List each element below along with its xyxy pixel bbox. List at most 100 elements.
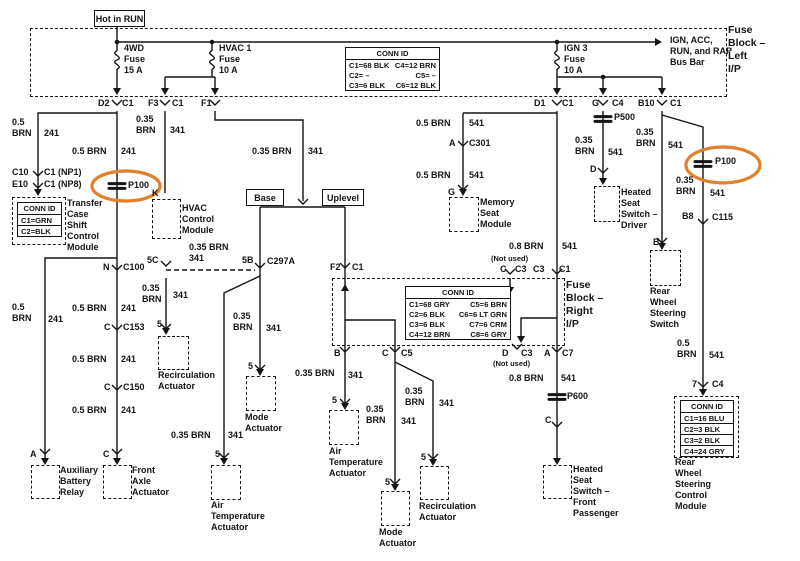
wire-341-recirc1-num: 341	[173, 290, 189, 300]
wire-341-mode2-num: 341	[401, 416, 417, 426]
wire-541-035c: 0.35 BRN	[676, 175, 696, 196]
pin-c-c5: C	[382, 348, 389, 358]
conn-id-cell: C7=6 CRM	[469, 319, 507, 329]
conn-id-cell: C2=6 BLK	[409, 309, 446, 319]
pin-a-c7: A	[544, 348, 551, 358]
pin-f2: F2	[330, 262, 341, 272]
wire-541-035a: 0.35 BRN	[575, 135, 595, 156]
conn-id-cell: C8=6 GRY	[470, 329, 507, 339]
rear-wheel-steering-control-module-box	[674, 396, 739, 458]
pin-d1: D1	[534, 98, 546, 108]
conn-c150: C150	[123, 382, 145, 392]
wire-241-main2: 0.5 BRN	[72, 303, 107, 313]
air-temperature-actuator-1-name: Air Temperature Actuator	[211, 500, 265, 532]
conn-id-cell: C6=6 LT GRN	[458, 309, 507, 319]
connector-chevron-icon	[551, 421, 563, 428]
conn-id-cell: C3=6 BLK	[409, 319, 446, 329]
wire-341-f1: 0.35 BRN	[252, 146, 292, 156]
conn-c4-rwscm: C4	[712, 379, 724, 389]
wire-241-main4: 0.5 BRN	[72, 405, 107, 415]
hot-in-run-tag: Hot in RUN	[94, 10, 145, 27]
connector-chevron-icon	[457, 184, 469, 191]
not-used-top: (Not used)	[491, 254, 529, 263]
heated-seat-switch-driver-name: Heated Seat Switch – Driver	[621, 187, 658, 230]
connector-chevron-icon	[254, 262, 266, 269]
recirculation-actuator-1-name: Recirculation Actuator	[158, 370, 216, 391]
wire-541-05a: 0.5 BRN	[416, 118, 451, 128]
air-temperature-actuator-1-box	[211, 465, 241, 500]
conn-id-header: CONN ID	[18, 203, 61, 215]
wire-341-recirc1: 0.35 BRN	[142, 283, 162, 304]
wire	[37, 112, 117, 192]
fuse-symbol	[554, 50, 560, 70]
conn-id-row: C3=2 BLK	[681, 435, 733, 446]
conn-c1-np1: C1 (NP1)	[44, 167, 82, 177]
wire-541-035c-num: 541	[710, 188, 726, 198]
conn-c1-d1: C1	[562, 98, 574, 108]
arrowhead-icon	[341, 284, 349, 291]
connector-chevron-icon	[254, 364, 266, 371]
fuse-block-right-ip	[332, 278, 565, 346]
conn-id-cell: C1=16 BLU	[684, 413, 725, 423]
pin-b8: B8	[682, 211, 694, 221]
arrowhead-icon	[162, 328, 170, 335]
recirculation-actuator-2-box	[420, 466, 449, 500]
arrowhead-icon	[341, 403, 349, 410]
conn-id-cell: C6=12 BLK	[395, 80, 436, 90]
rear-wheel-steering-switch-box	[650, 250, 681, 286]
pin-c-axle: C	[103, 449, 110, 459]
pin-b10: B10	[638, 98, 655, 108]
wire	[223, 275, 261, 461]
conn-id-header: CONN ID	[346, 48, 439, 60]
conn-id-row: C2=3 BLK	[681, 424, 733, 435]
pin-d2: D2	[98, 98, 110, 108]
heated-seat-switch-front-passenger-box	[543, 465, 572, 499]
connector-chevron-icon	[457, 140, 469, 147]
conn-c3-top: C3	[515, 264, 527, 274]
hvac-control-module-box	[152, 199, 181, 239]
pin-5c: 5C	[147, 255, 159, 265]
connector-chevron-icon	[504, 268, 516, 275]
junction-dot	[554, 39, 560, 45]
pin-5-mode1: 5	[248, 361, 254, 371]
wire-341-b: 0.35 BRN	[295, 368, 335, 378]
conn-c7: C7	[562, 348, 574, 358]
wire-341-f1-num: 341	[308, 146, 324, 156]
arrowhead-icon	[699, 389, 707, 396]
conn-c301: C301	[469, 138, 491, 148]
wire	[345, 319, 396, 487]
conn-id-cell: C1=68 GRY	[409, 299, 450, 309]
connector-chevron-icon	[551, 346, 563, 353]
pin-c150: C	[104, 382, 111, 392]
fuse-ign3: IGN 3 Fuse 10 A	[564, 43, 588, 75]
air-temperature-actuator-2-box	[329, 410, 359, 445]
arrowhead-icon	[599, 88, 607, 95]
junction-dot	[209, 39, 215, 45]
pin-5b: 5B	[242, 255, 254, 265]
memory-seat-module-name: Memory Seat Module	[480, 197, 515, 229]
pin-5-recirc1: 5	[157, 319, 163, 329]
splice-p100-left: P100	[128, 180, 150, 190]
conn-c3-c1a: C3	[533, 264, 545, 274]
wire-241-main3-num: 241	[121, 354, 137, 364]
conn-id-cell: C2=3 BLK	[684, 424, 721, 434]
connector-chevron-icon	[297, 198, 309, 205]
fuse-block-right-name: Fuse Block – Right I/P	[566, 279, 604, 330]
pin-g: G	[592, 98, 600, 108]
pin-a-aux: A	[30, 449, 37, 459]
arrowhead-icon	[655, 38, 662, 46]
wire-241-main3: 0.5 BRN	[72, 354, 107, 364]
auxiliary-battery-relay-box	[31, 465, 60, 499]
auxiliary-battery-relay-name: Auxiliary Battery Relay	[60, 465, 99, 497]
arrowhead-icon	[34, 189, 42, 196]
pin-k: K	[152, 188, 159, 198]
wire-241-outer1: 0.5 BRN	[12, 117, 32, 138]
heated-seat-switch-front-passenger-name: Heated Seat Switch – Front Passenger	[573, 464, 619, 518]
conn-c3-bot: C3	[521, 348, 533, 358]
mode-actuator-1-name: Mode Actuator	[245, 412, 283, 433]
pin-g-ms: G	[448, 187, 456, 197]
conn-c1-np8: C1 (NP8)	[44, 179, 82, 189]
conn-c1-b10: C1	[670, 98, 682, 108]
